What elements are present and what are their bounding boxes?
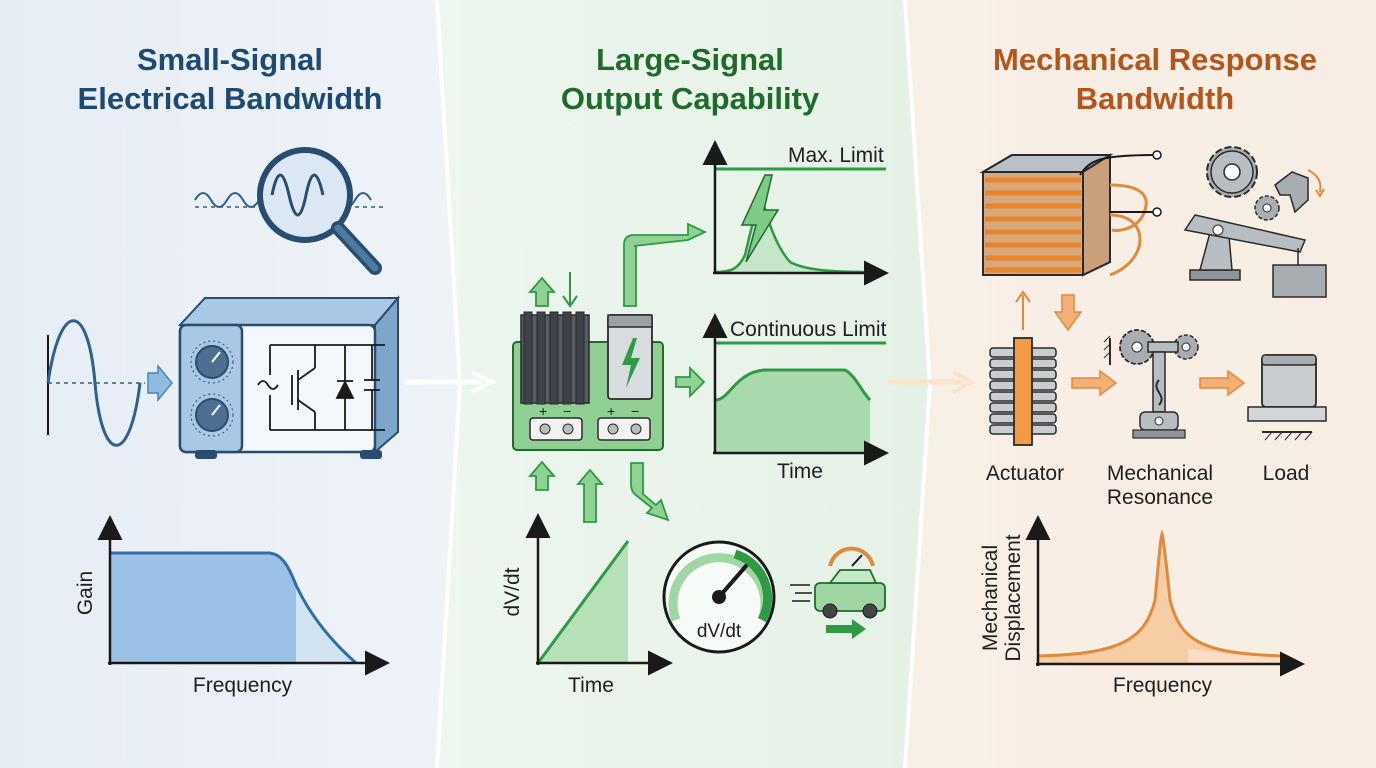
continuous-chart-xlabel: Time bbox=[777, 460, 823, 483]
magnifier-wave-icon bbox=[194, 147, 385, 275]
fast-vehicle-icon bbox=[790, 546, 886, 639]
displacement-vs-frequency-chart bbox=[1025, 515, 1305, 677]
gain-vs-frequency-chart bbox=[97, 515, 390, 676]
resonance-label: Mechanical Resonance bbox=[1085, 462, 1235, 510]
actuator-direction-arrows bbox=[1015, 290, 1083, 332]
piezo-stack-icon bbox=[979, 150, 1162, 277]
actuator-icon bbox=[989, 337, 1057, 446]
slew-rate-ramp-line bbox=[536, 540, 630, 664]
gain-chart-xlabel: Frequency bbox=[192, 674, 293, 697]
gauge-label: dV/dt bbox=[697, 621, 742, 642]
output-panel-title: Large-Signal Output Capability bbox=[500, 40, 880, 118]
continuous-chart-curve bbox=[714, 368, 872, 402]
amplifier-icon bbox=[177, 295, 401, 459]
mechanical-panel-title: Mechanical Response Bandwidth bbox=[950, 40, 1360, 118]
down-arrow-icon bbox=[562, 272, 578, 308]
output-title-line2: Output Capability bbox=[560, 81, 820, 116]
gain-chart-ylabel: Gain bbox=[74, 571, 97, 615]
gain-curve-fill-rolloff bbox=[296, 585, 356, 663]
flow-arrow-electrical-to-output bbox=[405, 370, 497, 394]
displacement-chart-xlabel: Frequency bbox=[1112, 674, 1213, 697]
resonance-peak-fill-right bbox=[1188, 648, 1285, 664]
gain-curve-fill-passband bbox=[110, 553, 296, 663]
mechanical-resonance-icon bbox=[1103, 329, 1199, 439]
peak-output-chart bbox=[702, 140, 889, 286]
load-icon bbox=[1247, 354, 1327, 441]
actuator-to-resonance-arrow bbox=[1071, 369, 1118, 397]
slew-rate-chart bbox=[525, 513, 673, 676]
resonance-to-load-arrow bbox=[1199, 369, 1246, 397]
slew-rate-chart-ylabel: dV/dt bbox=[501, 567, 524, 616]
resonance-peak-curve bbox=[1037, 529, 1286, 658]
flow-arrow-output-to-mechanical bbox=[888, 370, 977, 394]
terminal-plus-left: + bbox=[539, 403, 547, 419]
power-stage-icon: + − + − bbox=[512, 311, 664, 451]
electrical-title-line1: Small-Signal bbox=[136, 42, 324, 77]
terminal-minus-right: − bbox=[631, 403, 639, 419]
actuator-label: Actuator bbox=[985, 462, 1065, 485]
power-flow-arrows bbox=[528, 222, 708, 523]
mechanical-title-line2: Bandwidth bbox=[1075, 81, 1235, 116]
continuous-chart-limit-label: Continuous Limit bbox=[730, 318, 887, 341]
terminal-minus-left: − bbox=[563, 403, 571, 419]
gauge-icon bbox=[662, 540, 776, 654]
resonance-label-line1: Mechanical bbox=[1106, 462, 1214, 485]
resonance-label-line2: Resonance bbox=[1106, 486, 1214, 509]
output-title-line1: Large-Signal bbox=[596, 42, 784, 77]
terminal-plus-right: + bbox=[607, 403, 615, 419]
continuous-output-chart bbox=[702, 313, 889, 466]
electrical-panel-title: Small-Signal Electrical Bandwidth bbox=[40, 40, 420, 118]
displacement-chart-ylabel-line1: Mechanical bbox=[979, 545, 1002, 651]
gears-crane-icon bbox=[1183, 146, 1327, 298]
input-signal-icon bbox=[46, 319, 173, 447]
peak-chart-limit-label: Max. Limit bbox=[788, 144, 884, 167]
continuous-chart-area bbox=[715, 370, 870, 452]
gain-curve-line bbox=[110, 551, 357, 665]
lightning-icon bbox=[740, 174, 780, 263]
resonance-peak-fill bbox=[1038, 534, 1285, 664]
slew-rate-chart-xlabel: Time bbox=[568, 674, 614, 697]
displacement-chart-ylabel-line2: Displacement bbox=[1002, 534, 1025, 661]
load-label: Load bbox=[1262, 462, 1310, 485]
electrical-title-line2: Electrical Bandwidth bbox=[77, 81, 383, 116]
mechanical-title-line1: Mechanical Response bbox=[993, 42, 1317, 77]
